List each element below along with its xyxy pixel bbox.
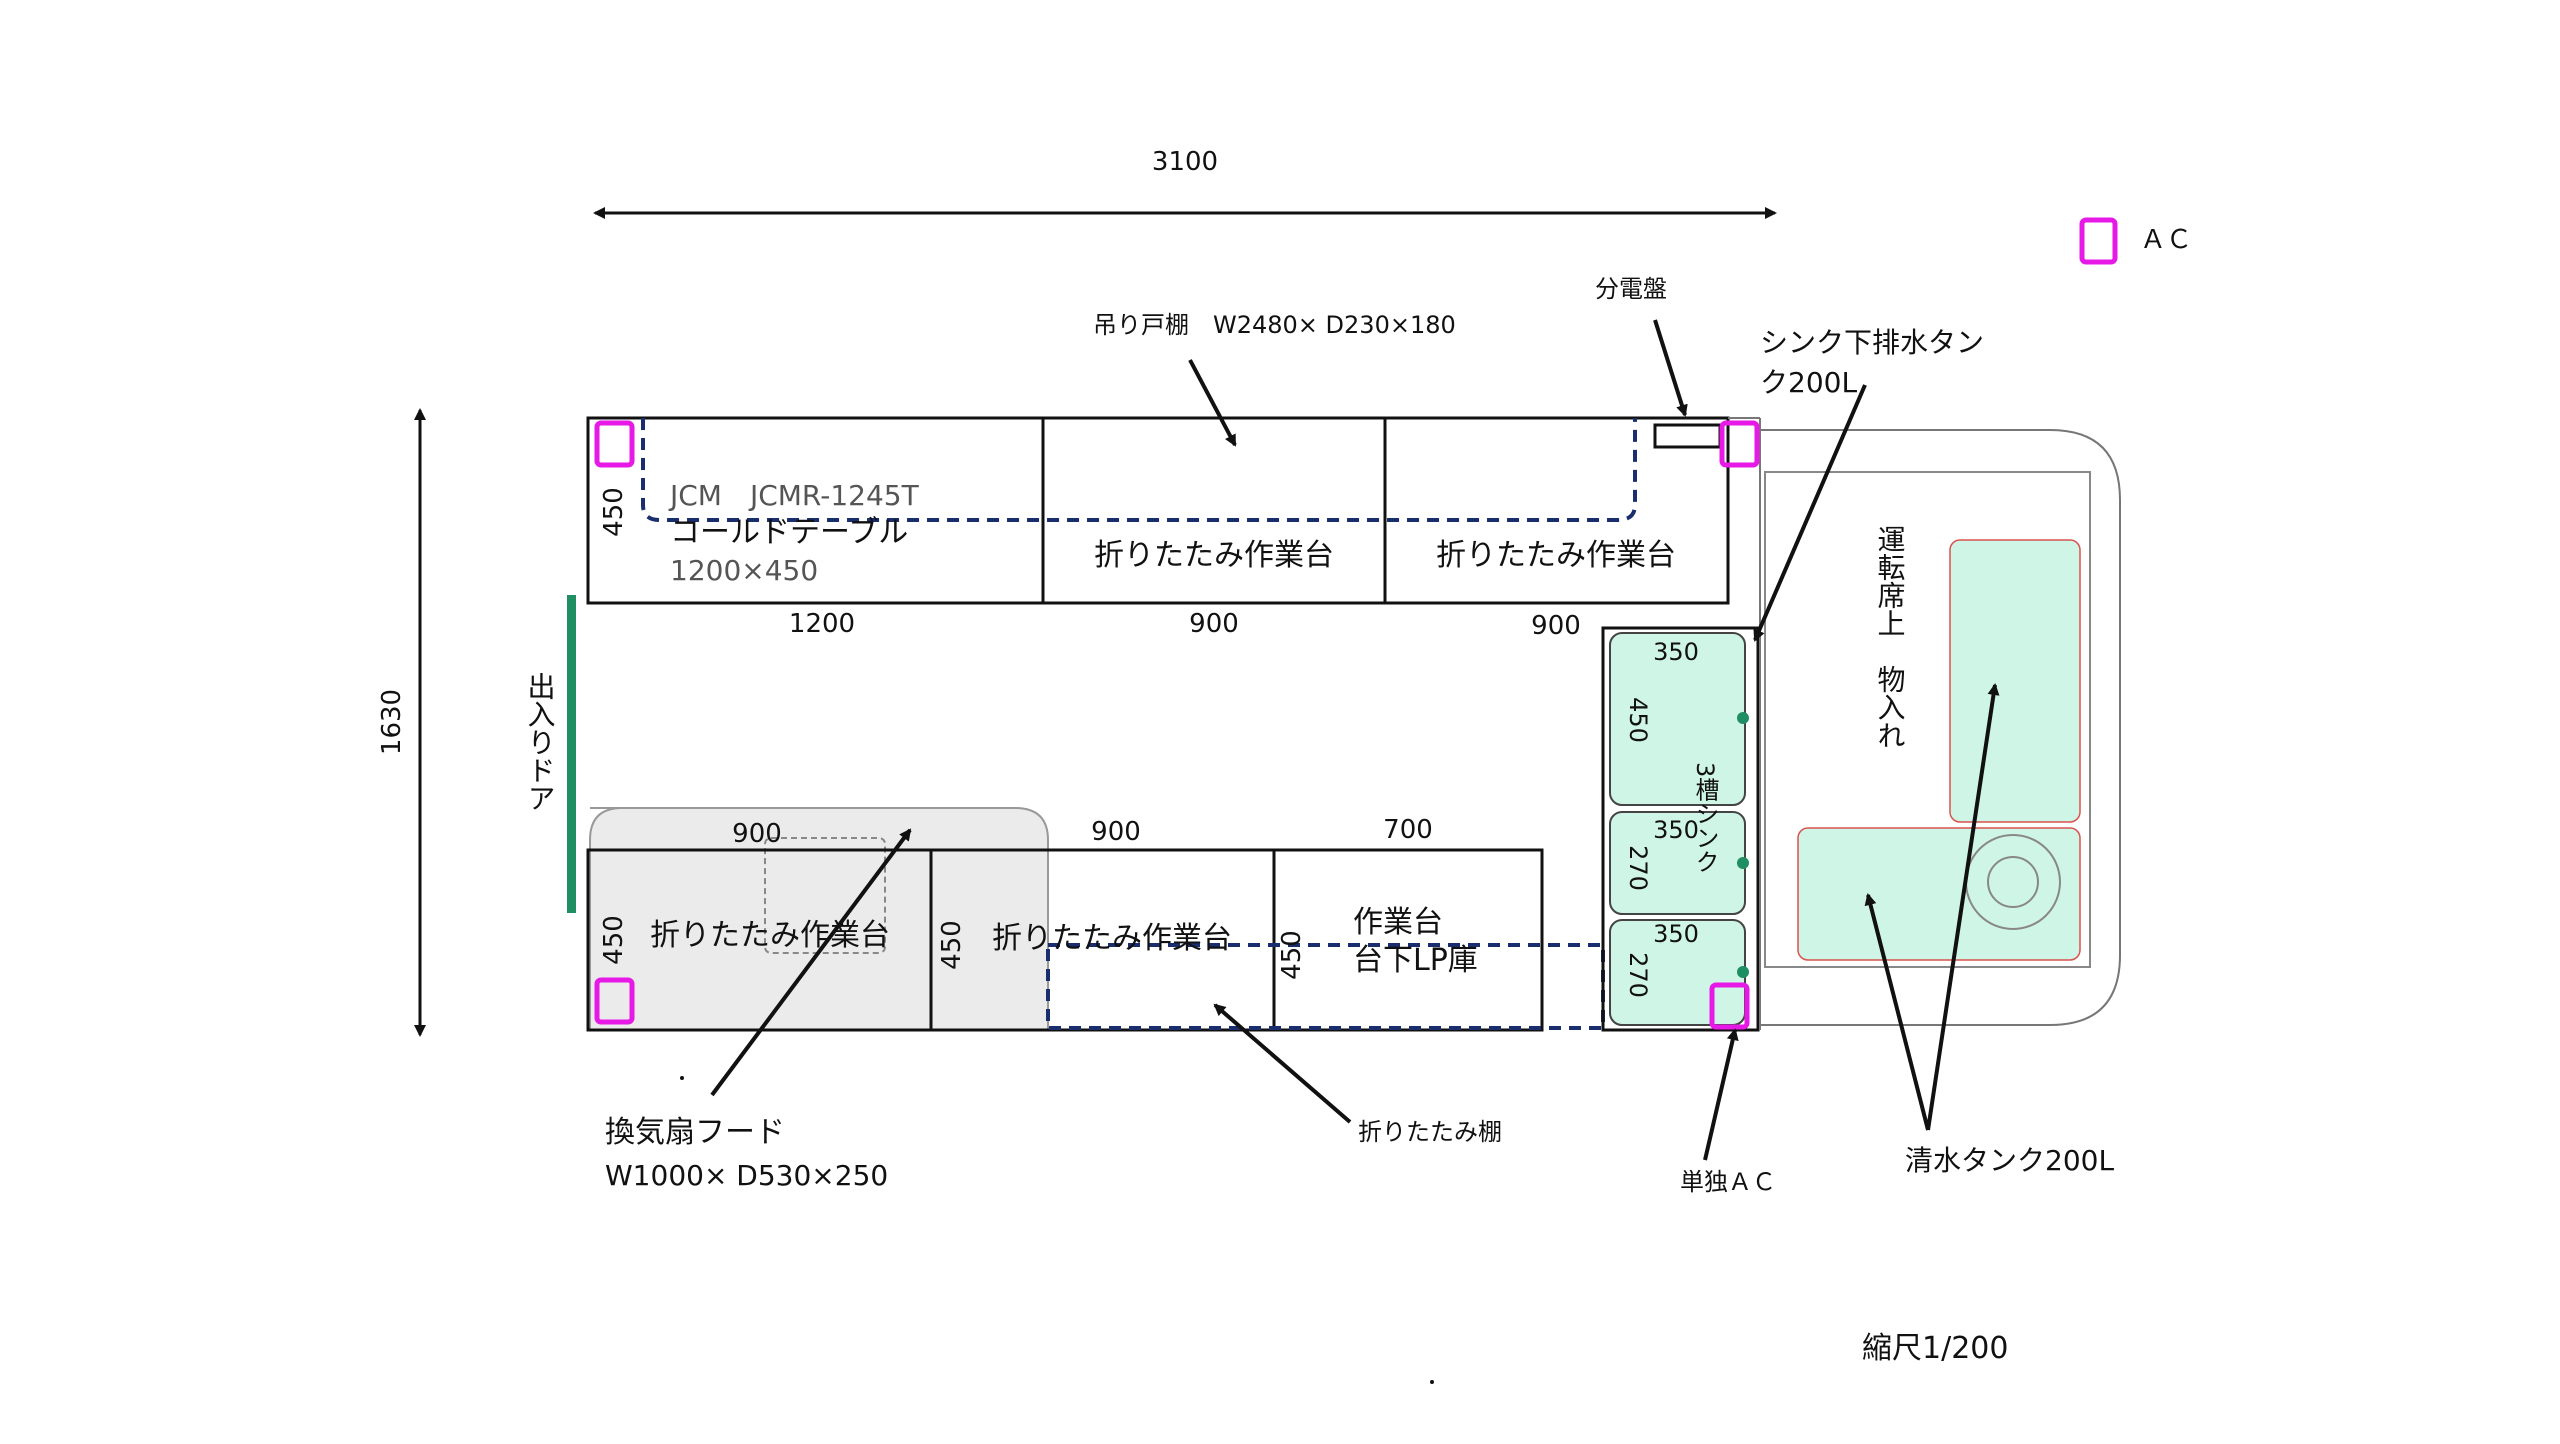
work-table-lp [1272,848,1544,1032]
hanging-shelf-arrow [1188,359,1237,447]
hanging-shelf-outline [641,418,1637,522]
water-tank-arrow-1 [1864,893,1930,1131]
folding-shelf-outline [1046,943,1605,1030]
water-tank-vertical [1949,539,2081,823]
water-tank-label: 清水タンク200L [1905,1144,2114,1177]
folding-table-top-2 [1383,416,1730,605]
panel-arrow [1653,319,1688,417]
folding-shelf-label: 折りたたみ棚 [1358,1118,1502,1146]
dim-450-bottom-2: 450 [937,920,967,970]
folding-table-bottom-2-label: 折りたたみ作業台 [992,921,1232,956]
entrance-door [567,595,576,913]
dim-450-bottom-1: 450 [599,915,629,965]
cab-inner-outline [1764,471,2091,968]
water-tank-horizontal [1797,827,2081,961]
folding-table-bottom-1-label: 折りたたみ作業台 [650,918,890,953]
folding-table-top-2-label: 折りたたみ作業台 [1436,538,1676,573]
total-depth-label: 1630 [377,689,407,755]
work-table-label-line2: 台下LP庫 [1353,943,1478,978]
dim-bottom-700: 700 [1383,815,1433,845]
cab-outline [1760,429,2121,1026]
sink-depth-1: 450 [1624,697,1652,743]
hood-label-line1: 換気扇フード [605,1115,785,1150]
solo-ac-arrow [1703,1028,1739,1161]
dim-top-1200: 1200 [789,609,855,639]
distribution-panel [1653,423,1722,449]
sink-width-2: 350 [1653,816,1699,844]
legend-ac-marker [2079,217,2118,265]
folding-table-top-1 [1041,416,1387,605]
hood-arrow [710,828,912,1097]
drain-tank-arrow [1753,384,1867,642]
sink-drain-3 [1737,966,1749,978]
ac-marker-sink [1709,982,1750,1030]
cold-table-name: コールドテーブル [670,515,908,550]
ac-marker-bottom-left [594,977,635,1025]
sink-unit [1601,626,1760,1032]
folding-table-top-1-label: 折りたたみ作業台 [1094,538,1334,573]
dim-450-work-table: 450 [1277,930,1307,980]
stray-dot-2 [1430,1380,1434,1384]
hanging-shelf-label: 吊り戸棚 W2480× D230×180 [1093,311,1456,339]
water-tank-arrow-2 [1926,683,2000,1131]
folding-shelf-arrow [1213,1003,1352,1124]
hood-label-line2: W1000× D530×250 [605,1159,888,1192]
door-label: 出入りドア [524,672,557,812]
cold-table-model: JCM JCMR-1245T [668,479,920,512]
storage-label: 運転席上 物入れ [1874,525,1907,749]
dim-top-900-a: 900 [1189,609,1239,639]
dim-bottom-900-b: 900 [1091,817,1141,847]
ac-marker-top-right [1719,420,1760,468]
dim-top-900-b: 900 [1531,611,1581,641]
ac-marker-top-left [594,420,635,468]
sink-width-3: 350 [1653,920,1699,948]
steering-wheel-inner [1987,856,2039,908]
dim-bottom-900-a: 900 [732,819,782,849]
sink-width-1: 350 [1653,638,1699,666]
drain-tank-label-line1: シンク下排水タン [1760,326,1984,359]
panel-label: 分電盤 [1595,275,1667,303]
total-width-label: 3100 [1152,147,1218,177]
work-table-label-line1: 作業台 [1353,905,1443,940]
stray-dot-1 [680,1076,684,1080]
cold-table-size: 1200×450 [670,554,818,587]
dim-450-cold-table: 450 [599,487,629,537]
legend-ac-label: ＡＣ [2140,225,2192,255]
solo-ac-label: 単独ＡＣ [1680,1168,1776,1196]
scale-label: 縮尺1/200 [1862,1331,2008,1366]
sink-depth-2: 270 [1624,845,1652,891]
exhaust-hood-inner [764,837,886,954]
sink-label: 3槽シンク [1691,762,1719,873]
sink-drain-2 [1737,857,1749,869]
drain-tank-label-line2: ク200L [1760,366,1857,399]
sink-depth-3: 270 [1624,952,1652,998]
sink-drain-1 [1737,712,1749,724]
